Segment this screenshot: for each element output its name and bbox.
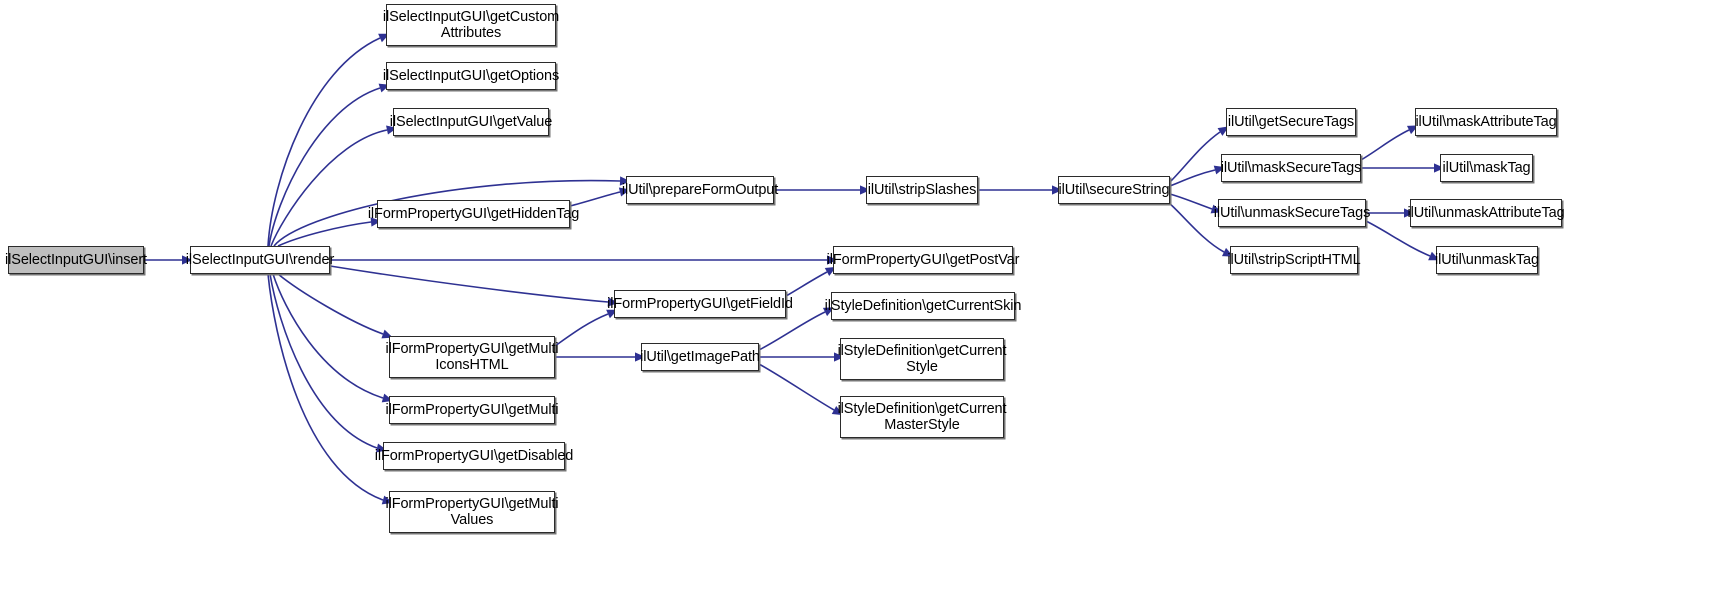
graph-node-label: ilStyleDefinition\getCurrentSkin [824,297,1022,314]
edge-secureString-to-maskSecureTags [1169,169,1216,187]
graph-node-label: ilSelectInputGUI\getOptions [382,67,560,84]
graph-node-getCustomAttributes[interactable]: ilSelectInputGUI\getCustom Attributes [383,4,559,46]
edge-render-to-getDisabled [269,273,378,449]
graph-node-label: ilFormPropertyGUI\getHiddenTag [367,205,580,222]
graph-node-label: ilStyleDefinition\getCurrent Style [837,342,1007,375]
graph-node-label: ilSelectInputGUI\render [185,251,335,268]
graph-node-render[interactable]: ilSelectInputGUI\render [186,246,334,274]
edge-render-to-getMulti [272,273,384,399]
edge-render-to-getOptions [268,87,381,247]
edge-getHiddenTag-to-prepareFormOutput [569,191,621,207]
graph-node-secureString[interactable]: ilUtil\secureString [1058,176,1170,204]
graph-node-prepareFormOutput[interactable]: ilUtil\prepareFormOutput [622,176,778,204]
graph-node-maskSecureTags[interactable]: ilUtil\maskSecureTags [1221,154,1361,182]
graph-node-label: ilUtil\unmaskSecureTags [1213,204,1371,221]
graph-node-label: ilFormPropertyGUI\getPostVar [826,251,1020,268]
edge-secureString-to-unmaskSecureTags [1169,193,1213,210]
graph-node-maskTag[interactable]: ilUtil\maskTag [1440,154,1533,182]
graph-node-label: ilFormPropertyGUI\getMulti IconsHTML [385,340,559,373]
graph-node-label: ilFormPropertyGUI\getMulti [385,401,559,418]
graph-node-unmaskTag[interactable]: ilUtil\unmaskTag [1435,246,1539,274]
graph-node-label: ilUtil\getImagePath [640,348,760,365]
edge-render-to-getMultiIconsHTML [277,273,384,335]
graph-node-getOptions[interactable]: ilSelectInputGUI\getOptions [383,62,559,90]
graph-node-label: ilUtil\secureString [1058,181,1170,198]
graph-node-getImagePath[interactable]: ilUtil\getImagePath [640,343,760,371]
graph-node-stripSlashes[interactable]: ilUtil\stripSlashes [866,176,978,204]
edge-render-to-getValue [270,129,388,247]
edge-secureString-to-getSecureTags [1169,131,1221,183]
edge-maskSecureTags-to-maskAttributeTag [1360,129,1410,161]
edge-getFieldId-to-getPostVar [785,271,828,297]
graph-node-label: ilFormPropertyGUI\getFieldId [607,295,793,312]
graph-node-label: ilUtil\maskTag [1442,159,1531,176]
edge-getImagePath-to-getCurrentMasterStyle [758,363,835,411]
graph-node-getSecureTags[interactable]: ilUtil\getSecureTags [1226,108,1356,136]
graph-node-getCurrentSkin[interactable]: ilStyleDefinition\getCurrentSkin [825,292,1021,320]
graph-node-label: ilUtil\getSecureTags [1227,113,1355,130]
graph-node-label: ilUtil\maskAttributeTag [1415,113,1557,130]
graph-node-stripScriptHTML[interactable]: ilUtil\stripScriptHTML [1227,246,1361,274]
graph-node-insert[interactable]: ilSelectInputGUI\insert [5,246,147,274]
graph-node-label: ilSelectInputGUI\insert [5,251,147,268]
edge-render-to-getHiddenTag [277,221,372,247]
graph-node-getDisabled[interactable]: ilFormPropertyGUI\getDisabled [375,442,573,470]
graph-node-label: ilUtil\maskSecureTags [1220,159,1362,176]
graph-node-label: ilFormPropertyGUI\getMulti Values [385,495,559,528]
graph-node-label: ilSelectInputGUI\getValue [389,113,553,130]
edge-getMultiIconsHTML-to-getFieldId [554,313,609,347]
graph-node-label: ilUtil\stripScriptHTML [1227,251,1361,268]
graph-node-getMultiValues[interactable]: ilFormPropertyGUI\getMulti Values [385,491,559,533]
graph-node-getCurrentMasterStyle[interactable]: ilStyleDefinition\getCurrent MasterStyle [838,396,1007,438]
graph-node-label: ilFormPropertyGUI\getDisabled [374,447,574,464]
graph-node-label: ilUtil\stripSlashes [867,181,977,198]
graph-node-maskAttributeTag[interactable]: ilUtil\maskAttributeTag [1415,108,1557,136]
graph-node-unmaskAttributeTag[interactable]: ilUtil\unmaskAttributeTag [1407,199,1565,227]
graph-node-label: ilStyleDefinition\getCurrent MasterStyle [837,400,1007,433]
graph-node-unmaskSecureTags[interactable]: ilUtil\unmaskSecureTags [1214,199,1370,227]
graph-node-label: ilUtil\unmaskAttributeTag [1407,204,1565,221]
graph-node-getMulti[interactable]: ilFormPropertyGUI\getMulti [385,396,559,424]
edge-render-to-getFieldId [329,265,609,303]
graph-node-getFieldId[interactable]: ilFormPropertyGUI\getFieldId [607,290,793,318]
edge-render-to-getMultiValues [267,273,384,501]
graph-node-label: ilUtil\unmaskTag [1435,251,1539,268]
graph-node-getValue[interactable]: ilSelectInputGUI\getValue [390,108,552,136]
edge-render-to-getCustomAttributes [267,37,381,247]
graph-node-getMultiIconsHTML[interactable]: ilFormPropertyGUI\getMulti IconsHTML [385,336,559,378]
graph-node-getHiddenTag[interactable]: ilFormPropertyGUI\getHiddenTag [368,200,579,228]
graph-node-getPostVar[interactable]: ilFormPropertyGUI\getPostVar [827,246,1019,274]
graph-node-label: ilSelectInputGUI\getCustom Attributes [382,8,560,41]
graph-node-getCurrentStyle[interactable]: ilStyleDefinition\getCurrent Style [838,338,1007,380]
graph-node-label: ilUtil\prepareFormOutput [621,181,779,198]
